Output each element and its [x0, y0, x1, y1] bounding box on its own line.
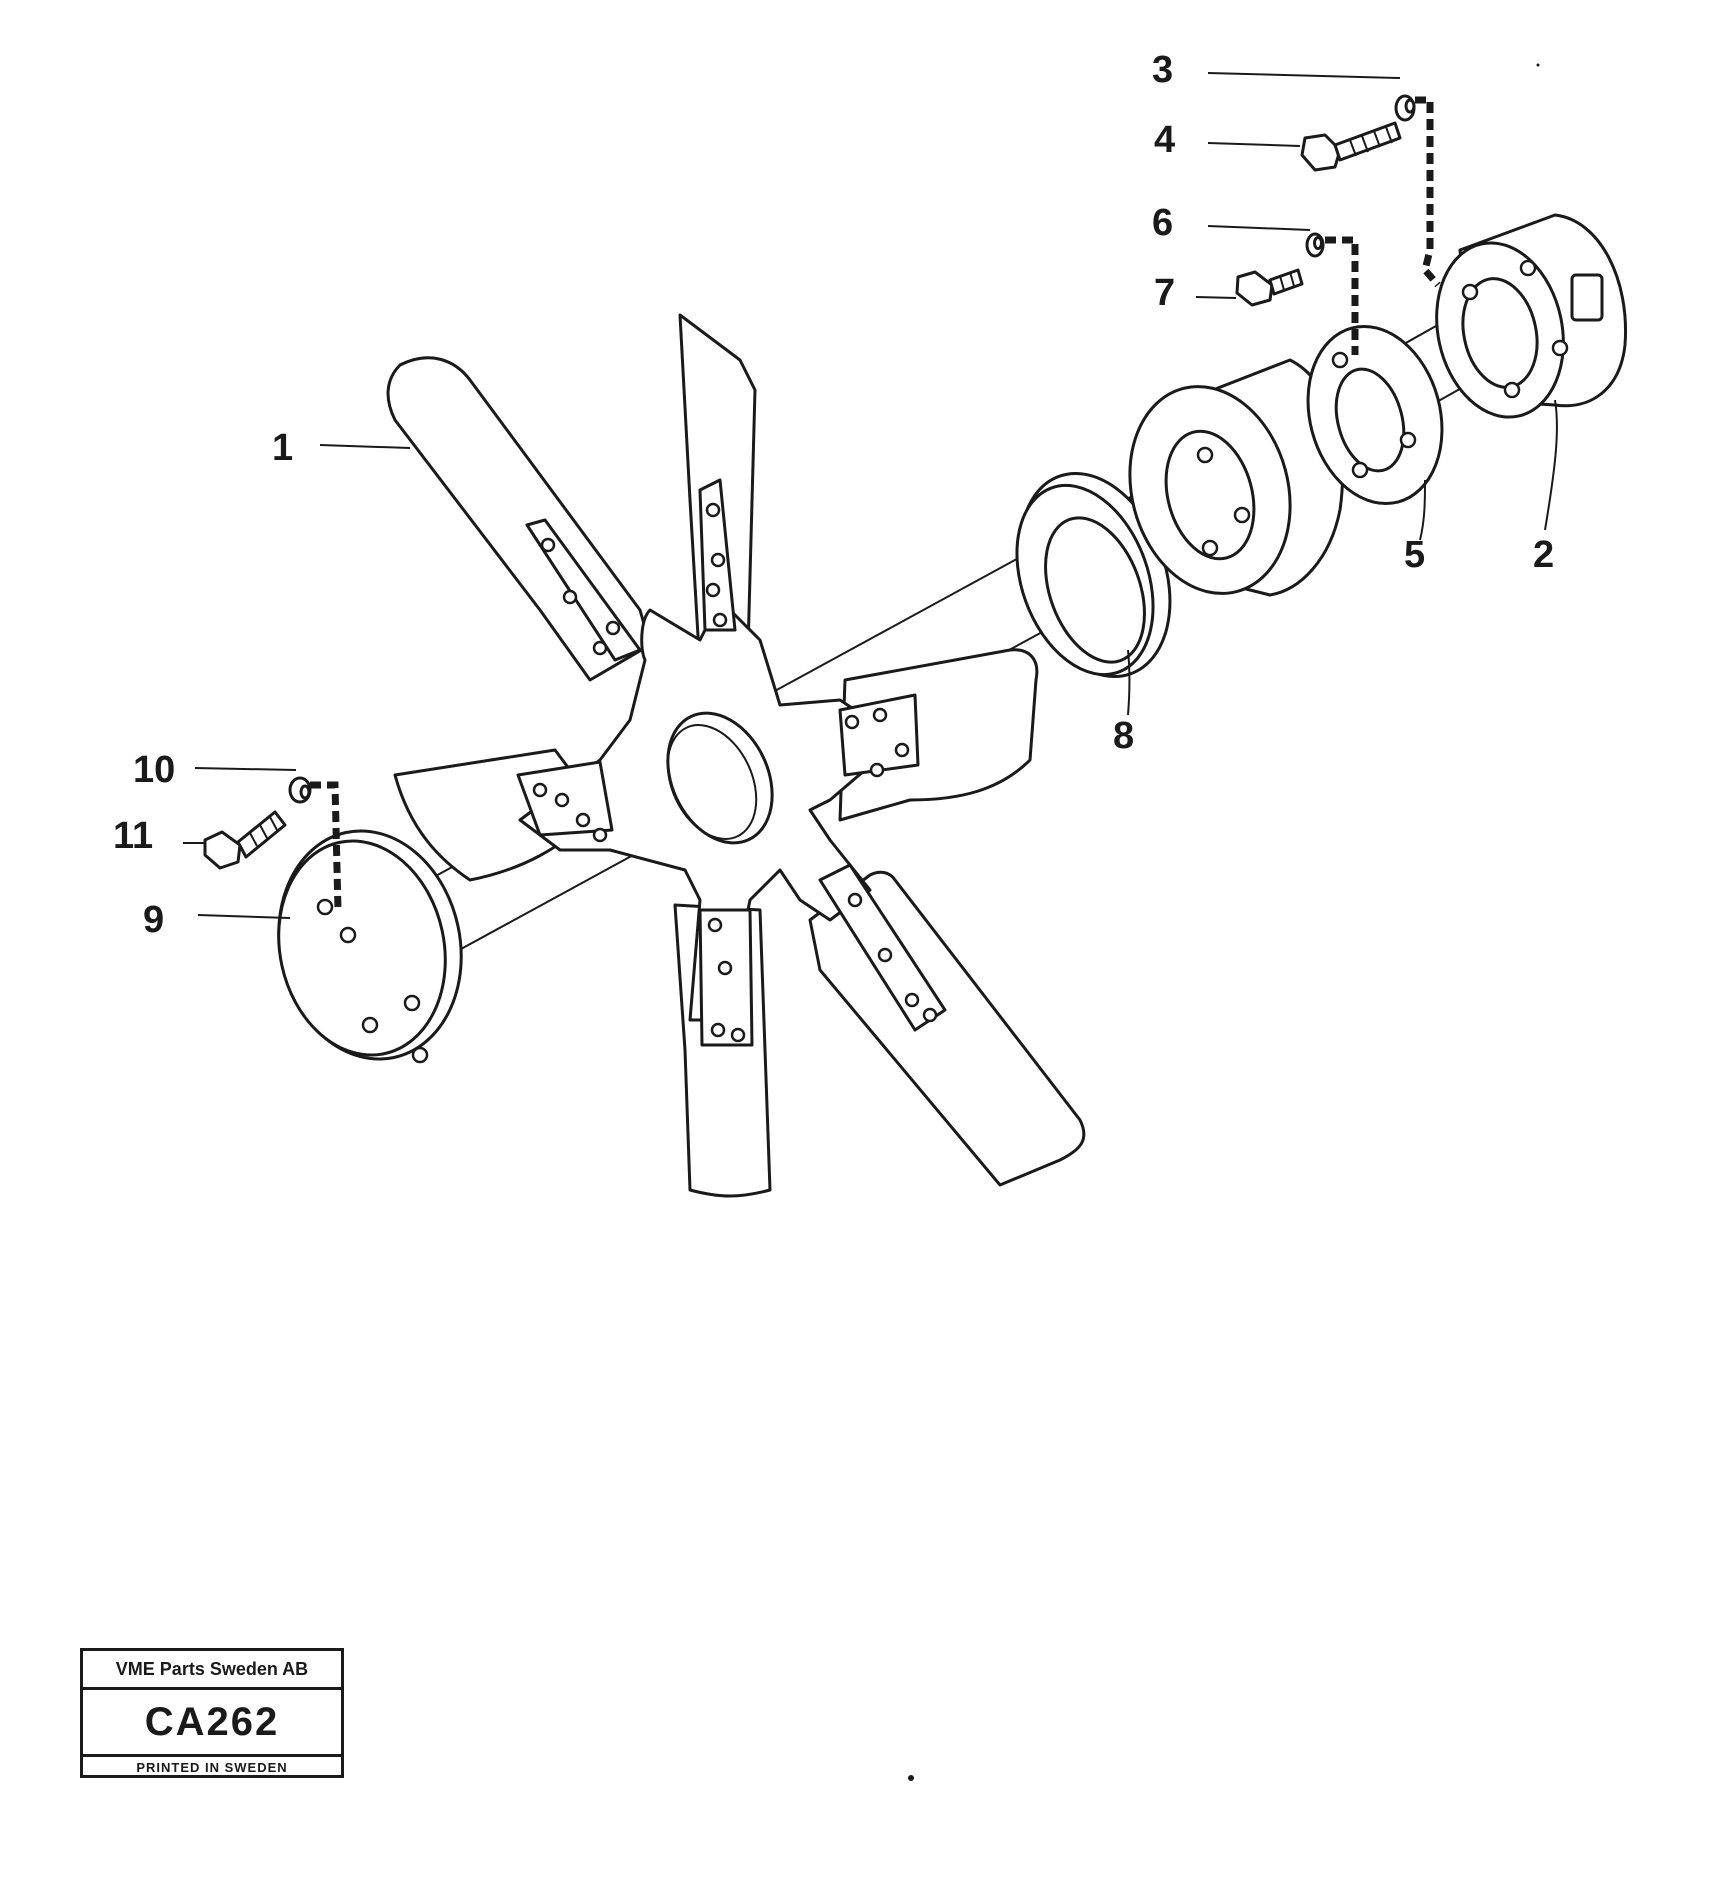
blade-plate — [698, 908, 754, 1047]
assembly-path-6-7 — [1325, 236, 1359, 355]
stamp-printed-note: PRINTED IN SWEDEN — [136, 1760, 288, 1775]
blade-plate — [818, 863, 947, 1032]
washer-item-3 — [1394, 94, 1416, 122]
pulley-hub — [1128, 358, 1344, 597]
washer-item-10 — [288, 776, 312, 804]
callout-8: 8 — [1113, 715, 1134, 757]
fan-blades — [386, 313, 1086, 1198]
callout-6: 6 — [1152, 202, 1173, 244]
shaft-flange — [1306, 324, 1444, 506]
callout-10: 10 — [133, 749, 175, 791]
washer-item-6 — [1305, 232, 1325, 258]
blade-plate — [838, 693, 920, 777]
fan-blade — [838, 648, 1039, 822]
scan-dot — [908, 1775, 914, 1781]
assembly-path-3-4 — [1415, 96, 1441, 288]
title-stamp: VME Parts Sweden AB CA262 PRINTED IN SWE… — [80, 1648, 344, 1778]
stamp-company: VME Parts Sweden AB — [83, 1651, 341, 1690]
stamp-drawing-code: CA262 — [83, 1690, 341, 1757]
front-plate — [277, 829, 463, 1064]
callout-11: 11 — [113, 815, 153, 857]
callout-3: 3 — [1152, 49, 1173, 91]
leader-lines — [183, 72, 1558, 919]
callout-7: 7 — [1154, 272, 1175, 314]
bolt-item-11 — [203, 810, 287, 870]
bolt-item-4 — [1300, 121, 1402, 172]
assembly-path-10-11 — [310, 781, 342, 911]
rivet-holes — [532, 502, 938, 1043]
callout-labels: 1 2 3 4 5 6 7 8 9 10 11 — [113, 49, 1554, 941]
spacer-ring — [1015, 471, 1172, 679]
callout-1: 1 — [272, 427, 293, 469]
scan-dot — [1536, 63, 1540, 67]
callout-2: 2 — [1533, 534, 1554, 576]
callout-5: 5 — [1404, 534, 1425, 576]
callout-9: 9 — [143, 899, 164, 941]
coupling-hub — [1435, 213, 1628, 419]
callout-4: 4 — [1154, 119, 1175, 161]
bolt-item-7 — [1235, 268, 1304, 307]
